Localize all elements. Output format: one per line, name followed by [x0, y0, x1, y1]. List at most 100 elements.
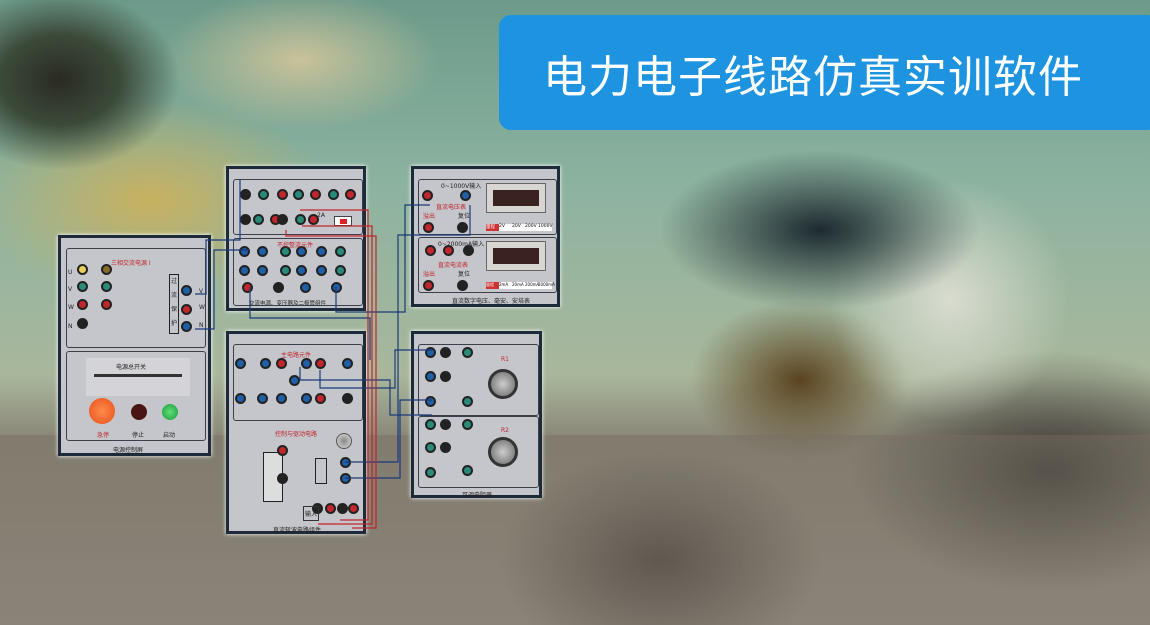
terminal-jack[interactable] [300, 282, 311, 293]
terminal-jack[interactable] [425, 396, 436, 407]
terminal-jack[interactable] [335, 246, 346, 257]
duty-cycle-knob[interactable] [336, 433, 352, 449]
overflow-label: 溢出 [423, 213, 436, 220]
terminal-jack[interactable] [440, 347, 451, 358]
terminal-jack[interactable] [315, 393, 326, 404]
terminal-jack[interactable] [316, 246, 327, 257]
terminal-jack[interactable] [235, 358, 246, 369]
terminal-jack[interactable] [77, 318, 88, 329]
r1-knob[interactable] [488, 369, 518, 399]
terminal-jack[interactable] [301, 358, 312, 369]
terminal-jack[interactable] [101, 299, 112, 310]
terminal-jack[interactable] [301, 393, 312, 404]
terminal-jack[interactable] [335, 265, 346, 276]
terminal-jack[interactable] [462, 465, 473, 476]
resistor-panel-footer: 可调电阻器 [462, 492, 493, 499]
terminal-jack[interactable] [277, 214, 288, 225]
terminal-jack[interactable] [345, 189, 356, 200]
terminal-jack[interactable] [340, 457, 351, 468]
terminal-jack[interactable] [342, 358, 353, 369]
terminal-jack[interactable] [277, 189, 288, 200]
range-option[interactable]: 20mA [512, 282, 524, 287]
terminal-jack[interactable] [422, 190, 433, 201]
terminal-jack[interactable] [260, 358, 271, 369]
terminal-jack[interactable] [342, 393, 353, 404]
terminal-jack[interactable] [277, 445, 288, 456]
terminal-jack[interactable] [316, 265, 327, 276]
terminal-jack[interactable] [310, 189, 321, 200]
main-switch[interactable]: 电源总开关 [86, 358, 190, 396]
terminal-jack[interactable] [423, 280, 434, 291]
start-button[interactable] [162, 404, 178, 420]
terminal-jack[interactable] [101, 264, 112, 275]
terminal-jack[interactable] [181, 304, 192, 315]
terminal-jack[interactable] [293, 189, 304, 200]
terminal-jack[interactable] [181, 285, 192, 296]
terminal-jack[interactable] [235, 393, 246, 404]
terminal-jack[interactable] [289, 375, 300, 386]
range-option[interactable]: 2mA [499, 282, 509, 287]
terminal-jack[interactable] [457, 280, 468, 291]
terminal-jack[interactable] [277, 473, 288, 484]
terminal-jack[interactable] [328, 189, 339, 200]
terminal-jack[interactable] [425, 442, 436, 453]
terminal-jack[interactable] [460, 190, 471, 201]
terminal-jack[interactable] [440, 419, 451, 430]
power-toggle[interactable] [334, 216, 352, 226]
terminal-jack[interactable] [242, 282, 253, 293]
phase-label: U [68, 269, 73, 276]
terminal-jack[interactable] [462, 419, 473, 430]
range-option[interactable]: 200mA [525, 282, 540, 287]
terminal-jack[interactable] [273, 282, 284, 293]
terminal-jack[interactable] [340, 473, 351, 484]
range-option[interactable]: 20V [512, 224, 521, 229]
r2-knob[interactable] [488, 437, 518, 467]
range-option[interactable]: 2V [499, 224, 505, 229]
terminal-jack[interactable] [440, 442, 451, 453]
terminal-jack[interactable] [295, 214, 306, 225]
ammeter-range-selector[interactable]: 量程 2mA 20mA 200mA 2000mA [486, 282, 555, 289]
terminal-jack[interactable] [296, 265, 307, 276]
rectifier-panel-footer: 交流电源、变压器及二极管组件 [249, 301, 327, 307]
terminal-jack[interactable] [239, 265, 250, 276]
terminal-jack[interactable] [276, 393, 287, 404]
terminal-jack[interactable] [239, 246, 250, 257]
terminal-jack[interactable] [462, 396, 473, 407]
terminal-jack[interactable] [181, 321, 192, 332]
terminal-jack[interactable] [253, 214, 264, 225]
voltmeter-range-selector[interactable]: 量程 2V 20V 200V 1000V [486, 224, 553, 231]
range-option[interactable]: 200V [525, 224, 537, 229]
terminal-jack[interactable] [348, 503, 359, 514]
terminal-jack[interactable] [425, 347, 436, 358]
terminal-jack[interactable] [425, 419, 436, 430]
terminal-jack[interactable] [325, 503, 336, 514]
terminal-jack[interactable] [280, 265, 291, 276]
terminal-jack[interactable] [276, 358, 287, 369]
driver-chip [315, 458, 327, 484]
terminal-jack[interactable] [240, 189, 251, 200]
stop-button[interactable] [131, 404, 147, 420]
terminal-jack[interactable] [423, 222, 434, 233]
terminal-jack[interactable] [77, 299, 88, 310]
range-option[interactable]: 2000mA [538, 282, 555, 287]
terminal-jack[interactable] [331, 282, 342, 293]
terminal-jack[interactable] [457, 222, 468, 233]
estop-label: 急停 [97, 432, 110, 439]
terminal-jack[interactable] [337, 503, 348, 514]
terminal-jack[interactable] [315, 358, 326, 369]
terminal-jack[interactable] [240, 214, 251, 225]
terminal-jack[interactable] [425, 371, 436, 382]
terminal-jack[interactable] [257, 246, 268, 257]
terminal-jack[interactable] [77, 264, 88, 275]
terminal-jack[interactable] [258, 189, 269, 200]
terminal-jack[interactable] [101, 281, 112, 292]
terminal-jack[interactable] [257, 265, 268, 276]
terminal-jack[interactable] [440, 371, 451, 382]
terminal-jack[interactable] [425, 467, 436, 478]
emergency-stop-button[interactable] [89, 398, 115, 424]
terminal-jack[interactable] [425, 245, 436, 256]
terminal-jack[interactable] [257, 393, 268, 404]
terminal-jack[interactable] [77, 281, 88, 292]
terminal-jack[interactable] [462, 347, 473, 358]
range-option[interactable]: 1000V [538, 224, 553, 229]
